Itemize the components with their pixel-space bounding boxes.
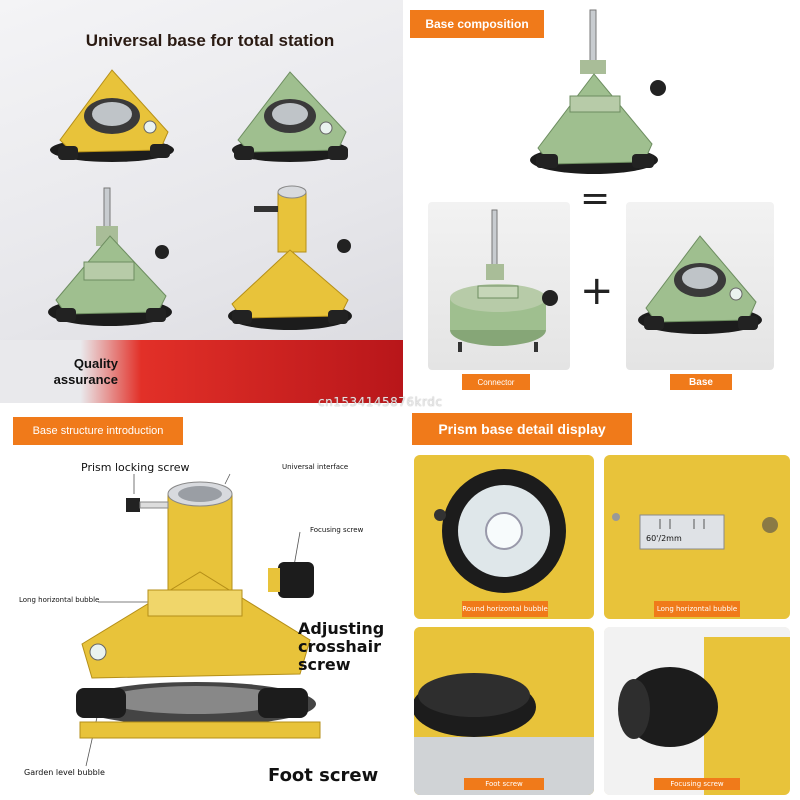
universal-interface-label: Universal interface — [282, 463, 349, 471]
long-bubble-photo — [604, 455, 790, 619]
focusing-screw-photo — [604, 627, 790, 795]
focusing-screw-label: Focusing screw — [310, 526, 364, 534]
base-image — [638, 235, 762, 334]
structure-panel — [0, 404, 403, 800]
full-assembly-image — [530, 9, 666, 174]
connector-card — [428, 202, 570, 370]
watermark: cn1534145876krdc — [318, 395, 443, 409]
connector-tag: Connector — [462, 374, 530, 390]
collage-title: Universal base for total station — [85, 31, 335, 50]
base-composition-tag: Base composition — [410, 10, 544, 38]
base-tag: Base — [670, 374, 732, 390]
long-horizontal-bubble-label: Long horizontal bubble — [19, 596, 100, 604]
foot-screw-label: Foot screw — [268, 765, 379, 786]
tribrach-collage-image — [48, 69, 352, 330]
scale-text: 60'/2mm — [646, 534, 682, 543]
garden-level-bubble-label: Garden level bubble — [24, 768, 105, 777]
focusing-screw-caption: Focusing screw — [654, 778, 740, 790]
prism-locking-screw-label: Prism locking screw — [81, 461, 190, 474]
foot-screw-caption: Foot screw — [464, 778, 544, 790]
quality-ribbon — [0, 340, 403, 403]
connector-image — [450, 209, 558, 352]
labeled-tribrach-image — [76, 473, 321, 767]
plus-symbol: + — [580, 268, 614, 314]
yellow-tribrach-with-connector-image — [228, 185, 352, 330]
green-tribrach-with-connector-image — [48, 187, 172, 326]
long-bubble-caption: Long horizontal bubble — [654, 601, 740, 617]
structure-intro-tag: Base structure introduction — [13, 417, 183, 445]
prism-detail-tag: Prism base detail display — [412, 413, 632, 445]
yellow-tribrach-image — [50, 69, 174, 162]
quality-assurance-label: Quality assurance — [53, 356, 118, 387]
green-tribrach-image — [232, 71, 348, 162]
base-card — [626, 202, 774, 370]
round-bubble-photo — [414, 455, 594, 619]
foot-screw-photo — [414, 627, 594, 795]
round-bubble-caption: Round horizontal bubble — [462, 601, 548, 617]
adjusting-crosshair-screw-label: Adjusting crosshair screw — [298, 619, 385, 674]
product-collage-panel: Universal base for total station Quality… — [0, 0, 403, 403]
equals-symbol: = — [580, 178, 611, 219]
